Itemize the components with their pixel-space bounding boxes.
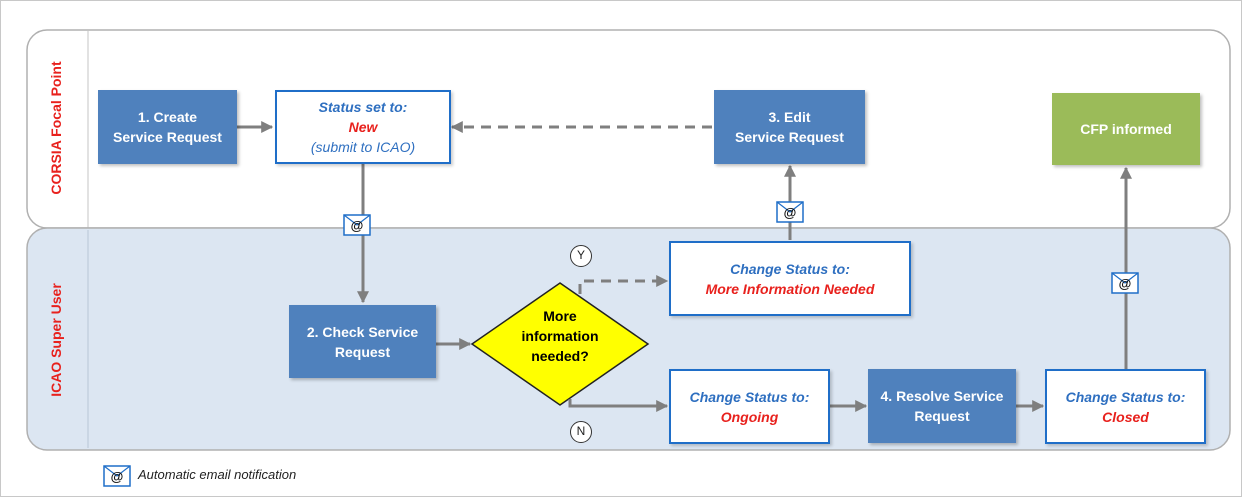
create-service-request-line1: 1. Create bbox=[137, 109, 198, 125]
decision-label-line1: More bbox=[543, 308, 577, 324]
status-closed-box: Change Status to: Closed bbox=[1045, 369, 1206, 444]
edit-service-request-line2: Service Request bbox=[735, 129, 844, 145]
yes-branch-marker: Y bbox=[570, 245, 592, 267]
lane-label-corsia-focal-point: CORSIA Focal Point bbox=[48, 61, 64, 195]
lane-label-icao-super-user: ICAO Super User bbox=[48, 283, 64, 397]
status-new-heading: Status set to: bbox=[318, 99, 408, 115]
status-ongoing-heading: Change Status to: bbox=[689, 388, 810, 405]
status-new-note: (submit to ICAO) bbox=[310, 139, 416, 155]
resolve-service-request-line1: 4. Resolve Service bbox=[880, 388, 1004, 404]
resolve-service-request-line2: Request bbox=[914, 408, 970, 424]
check-service-request-box: 2. Check Service Request bbox=[289, 305, 436, 378]
arrow-yes-branch-to-moreinfo bbox=[578, 275, 669, 294]
legend-email-icon: @ bbox=[103, 465, 131, 487]
email-at-symbol: @ bbox=[1119, 276, 1132, 291]
resolve-service-request-box: 4. Resolve Service Request bbox=[868, 369, 1016, 443]
cfp-informed-box: CFP informed bbox=[1052, 93, 1200, 165]
decision-label-line3: needed? bbox=[531, 348, 589, 364]
status-more-information-heading: Change Status to: bbox=[730, 260, 850, 277]
decision-diamond bbox=[470, 282, 650, 406]
status-new-box: Status set to: New (submit to ICAO) bbox=[275, 90, 451, 164]
cfp-informed-label: CFP informed bbox=[1080, 121, 1172, 137]
status-ongoing-value: Ongoing bbox=[720, 408, 779, 425]
check-service-request-line1: 2. Check Service bbox=[306, 323, 419, 340]
email-at-symbol: @ bbox=[784, 205, 797, 220]
email-at-symbol: @ bbox=[351, 218, 364, 233]
email-notification-icon: @ bbox=[776, 201, 804, 223]
check-service-request-line2: Request bbox=[334, 343, 391, 360]
decision-label: More information needed? bbox=[510, 306, 610, 366]
status-closed-heading: Change Status to: bbox=[1065, 388, 1186, 405]
status-ongoing-box: Change Status to: Ongoing bbox=[669, 369, 830, 444]
edit-service-request-line1: 3. Edit bbox=[768, 109, 811, 125]
status-new-value: New bbox=[348, 119, 378, 135]
edit-service-request-box: 3. Edit Service Request bbox=[714, 90, 865, 164]
email-notification-icon: @ bbox=[343, 214, 371, 236]
email-notification-icon: @ bbox=[1111, 272, 1139, 294]
status-more-information-value: More Information Needed bbox=[705, 280, 875, 297]
status-more-information-box: Change Status to: More Information Neede… bbox=[669, 241, 911, 316]
create-service-request-line2: Service Request bbox=[113, 129, 222, 145]
legend-text: Automatic email notification bbox=[138, 467, 297, 482]
decision-label-line2: information bbox=[521, 328, 599, 344]
arrow-no-branch-to-ongoing bbox=[568, 399, 669, 412]
create-service-request-box: 1. Create Service Request bbox=[98, 90, 237, 164]
status-closed-value: Closed bbox=[1102, 408, 1149, 425]
no-branch-marker: N bbox=[570, 421, 592, 443]
legend-at-symbol: @ bbox=[111, 469, 124, 484]
